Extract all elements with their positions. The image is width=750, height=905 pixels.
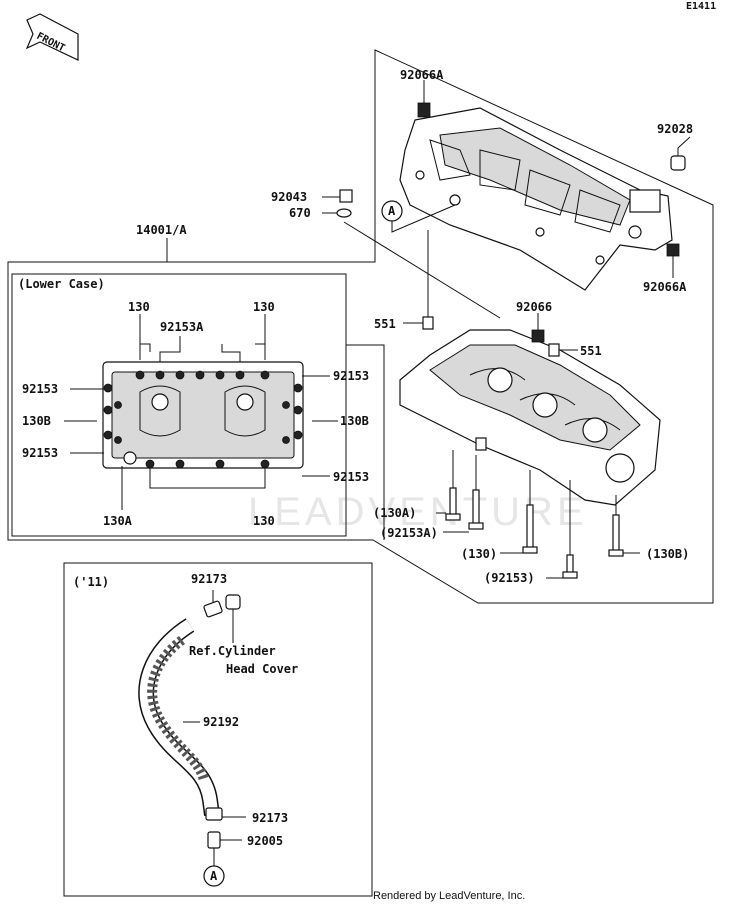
svg-text:670: 670 bbox=[289, 206, 311, 220]
inset-label-92153-ll: 92153 bbox=[22, 446, 58, 460]
ref-note-line2: Head Cover bbox=[226, 662, 298, 676]
part-92005: 92005 bbox=[207, 831, 283, 866]
svg-text:92173: 92173 bbox=[191, 572, 227, 586]
inset-bolts-side bbox=[103, 383, 303, 444]
part-551-right: 551 bbox=[548, 343, 602, 358]
inset-label-92153-lr: 92153 bbox=[333, 470, 369, 484]
svg-text:551: 551 bbox=[580, 344, 602, 358]
ref-note-line1: Ref.Cylinder bbox=[189, 644, 276, 658]
svg-text:92192: 92192 bbox=[203, 715, 239, 729]
inset-label-92153A: 92153A bbox=[160, 320, 204, 334]
svg-text:(92153A): (92153A) bbox=[380, 526, 438, 540]
inset-connector bbox=[346, 344, 385, 540]
inset-label-130-right: 130 bbox=[253, 300, 275, 314]
svg-text:92173: 92173 bbox=[252, 811, 288, 825]
svg-text:(130): (130) bbox=[461, 547, 497, 561]
part-92173-bottom: 92173 bbox=[205, 807, 288, 825]
lower-crankcase bbox=[399, 329, 661, 506]
bolt-130A: (130A) bbox=[373, 450, 461, 521]
inset-label-130-left: 130 bbox=[128, 300, 150, 314]
inset-label-130B-left: 130B bbox=[22, 414, 51, 428]
part-92066A-right: 92066A bbox=[643, 243, 687, 294]
svg-text:92043: 92043 bbox=[271, 190, 307, 204]
svg-text:A: A bbox=[388, 204, 396, 218]
leader-670-case bbox=[343, 221, 501, 319]
svg-text:92066A: 92066A bbox=[400, 68, 444, 82]
bolt-130B: (130B) bbox=[608, 495, 689, 561]
svg-text:92066A: 92066A bbox=[643, 280, 687, 294]
svg-text:(130A): (130A) bbox=[373, 506, 416, 520]
inset-label-130A: 130A bbox=[103, 514, 133, 528]
inset-label-130-bottom: 130 bbox=[253, 514, 275, 528]
svg-text:92028: 92028 bbox=[657, 122, 693, 136]
diagram-code: E1411 bbox=[686, 1, 716, 12]
svg-text:92005: 92005 bbox=[247, 834, 283, 848]
callout-a-lower: A bbox=[203, 865, 225, 887]
part-92066: 92066 bbox=[516, 300, 552, 343]
svg-text:551: 551 bbox=[374, 317, 396, 331]
lower-case-inset bbox=[11, 273, 347, 537]
part-551-left: 551 bbox=[374, 230, 434, 331]
inset-label-92153-ur: 92153 bbox=[333, 369, 369, 383]
part-92028: 92028 bbox=[657, 122, 693, 171]
part-92173-top: 92173 bbox=[191, 572, 241, 643]
lower-case-bottom-view: 130 130 92153A 92153 92153 130B 130B 921… bbox=[22, 300, 369, 528]
part-92043: 92043 bbox=[271, 189, 353, 204]
inset-label-92153-ul: 92153 bbox=[22, 382, 58, 396]
lower-case-label: (Lower Case) bbox=[18, 277, 105, 291]
hose-kit-box bbox=[63, 562, 373, 897]
svg-text:A: A bbox=[210, 869, 218, 883]
front-arrow-icon: FRONT bbox=[25, 13, 79, 61]
inset-label-130B-right: 130B bbox=[340, 414, 369, 428]
hose-kit-label: ('11) bbox=[73, 575, 109, 589]
breather-hose-92192: 92192 bbox=[138, 618, 239, 817]
inset-bolts-bottom bbox=[145, 459, 270, 469]
bolt-92153: (92153) bbox=[484, 480, 578, 585]
bolt-92153A: (92153A) bbox=[380, 455, 484, 540]
footer-credit: Rendered by LeadVenture, Inc. bbox=[373, 890, 525, 902]
inset-bolts-top bbox=[135, 370, 270, 380]
svg-text:(92153): (92153) bbox=[484, 571, 535, 585]
upper-case-frame bbox=[7, 49, 714, 604]
part-670: 670 bbox=[289, 206, 352, 220]
part-92066A-top: 92066A bbox=[400, 68, 444, 118]
svg-text:(130B): (130B) bbox=[646, 547, 689, 561]
assembly-label: 14001/A bbox=[136, 223, 187, 237]
upper-crankcase bbox=[399, 107, 673, 291]
bolt-130: (130) bbox=[461, 470, 538, 561]
callout-a-upper: A bbox=[381, 200, 456, 233]
svg-text:92066: 92066 bbox=[516, 300, 552, 314]
